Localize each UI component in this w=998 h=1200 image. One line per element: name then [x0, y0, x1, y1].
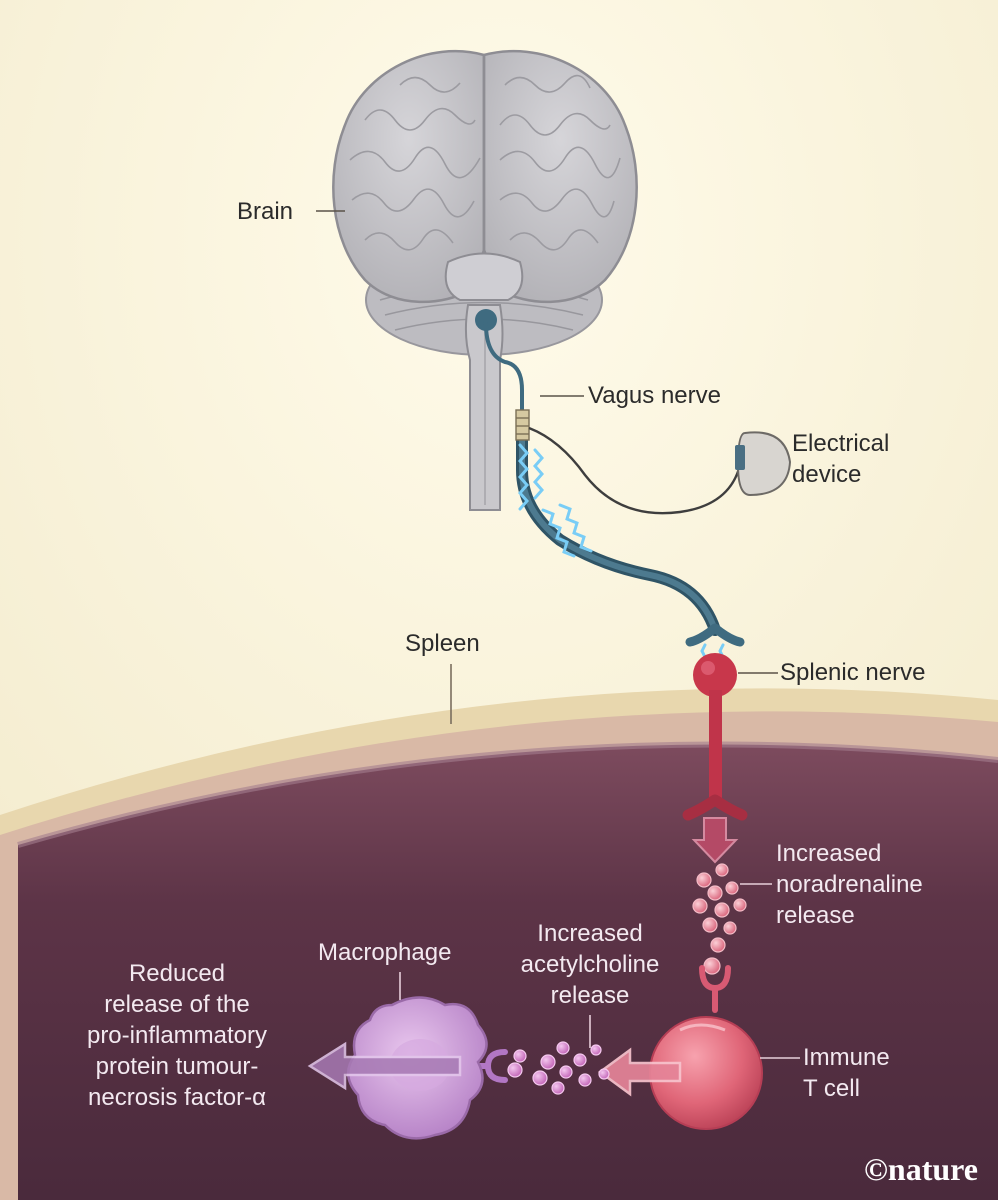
- label-vagus-nerve: Vagus nerve: [588, 382, 721, 409]
- brain: [332, 50, 638, 511]
- leader-lines: [316, 210, 778, 674]
- nature-credit: ©nature: [864, 1151, 978, 1187]
- tnf-reduction-arrow: [307, 1041, 462, 1091]
- label-brain: Brain: [237, 198, 294, 225]
- electrical-pulse-icon: [518, 443, 725, 665]
- label-acetylcholine-release: Increased acetylcholine release: [520, 920, 660, 1009]
- label-noradrenaline-release: Increased noradrenaline release: [776, 840, 923, 929]
- label-immune-t-cell: Immune T cell: [803, 1044, 890, 1102]
- label-spleen: Spleen: [405, 630, 480, 657]
- label-macrophage: Macrophage: [318, 939, 452, 966]
- noradrenaline-molecules: [692, 863, 747, 975]
- label-electrical-device: Electrical device: [792, 430, 890, 488]
- device-wire: [528, 426, 742, 515]
- t-cell-receptor: [699, 965, 731, 1013]
- leader-lines-dark: [399, 883, 800, 1059]
- splenic-nerve: [682, 653, 748, 864]
- label-splenic-nerve: Splenic nerve: [780, 659, 926, 686]
- electrode-cuff: [515, 409, 530, 441]
- electrical-device-icon: [735, 431, 792, 497]
- vagus-nerve: [475, 309, 745, 647]
- t-cell-arrow: [597, 1047, 682, 1097]
- acetylcholine-molecules: [507, 1041, 610, 1095]
- label-reduced-tnf-release: Reduced release of the pro-inflammatory …: [86, 960, 268, 1111]
